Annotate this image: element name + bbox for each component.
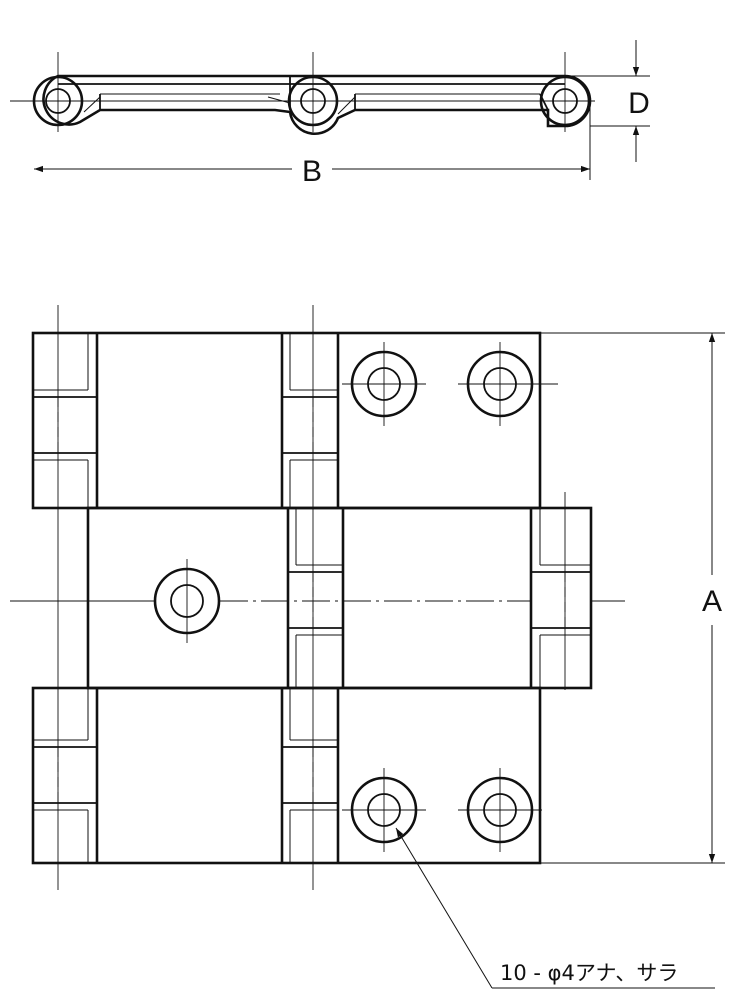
hole-bottom-right <box>458 768 542 852</box>
hole-bottom-left <box>342 768 426 852</box>
dimension-d-label: D <box>628 87 650 120</box>
hole-top-right <box>458 342 558 426</box>
side-view: B D <box>10 40 650 188</box>
hole-middle <box>153 559 221 643</box>
dimension-a-label: A <box>702 585 722 618</box>
hole-top-left <box>342 342 426 426</box>
plan-view: A 10 - φ4アナ、サラ <box>10 305 725 989</box>
dimension-b-label: B <box>302 155 322 188</box>
hole-callout-note: 10 - φ4アナ、サラ <box>500 961 678 985</box>
